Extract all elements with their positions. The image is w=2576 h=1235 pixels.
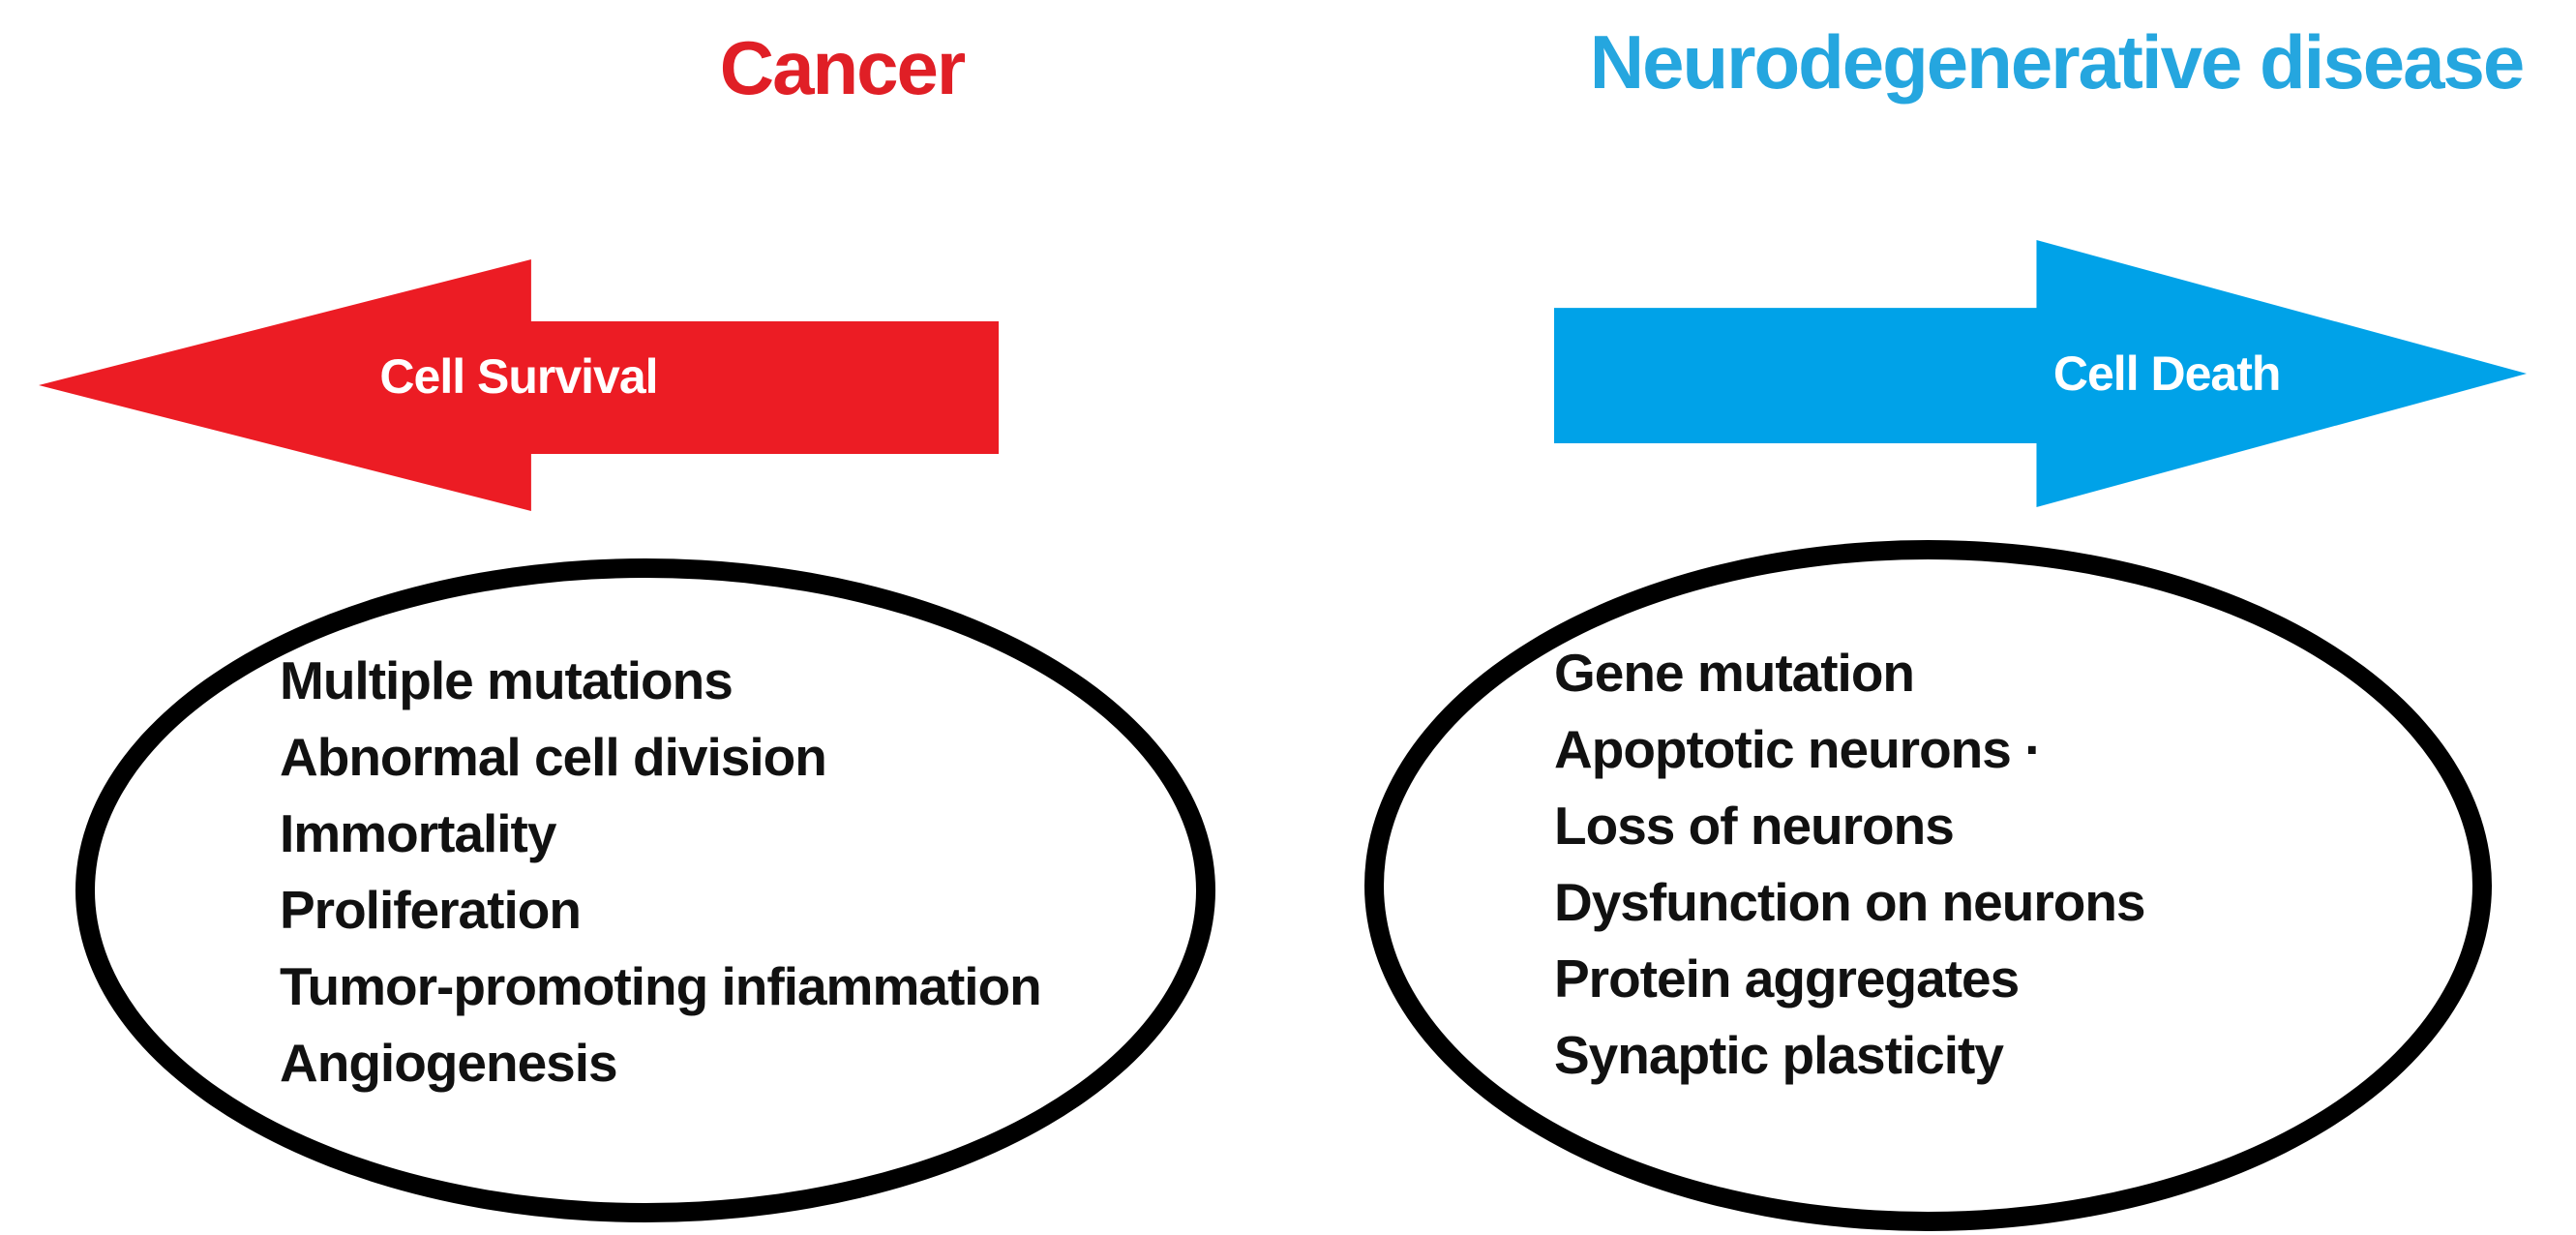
cell-survival-arrow-label: Cell Survival <box>379 349 658 404</box>
ellipse-item: Protein aggregates <box>1554 949 2020 1009</box>
ellipse-item: Gene mutation <box>1554 643 1915 703</box>
ellipse-item: Proliferation <box>280 880 582 940</box>
ellipse-item: Tumor-promoting infiammation <box>280 956 1042 1016</box>
ellipse-item: Dysfunction on neurons <box>1554 872 2145 932</box>
cell-survival-arrow: Cell Survival <box>39 259 999 511</box>
ellipse-item: Apoptotic neurons · <box>1554 719 2042 779</box>
ellipse-item: Angiogenesis <box>280 1033 618 1093</box>
neurodegenerative-title: Neurodegenerative disease <box>1589 19 2525 105</box>
ellipse-item: Synaptic plasticity <box>1554 1025 2004 1085</box>
ellipse-item: Loss of neurons <box>1554 796 1955 856</box>
ellipse-item: Immortality <box>280 803 556 863</box>
cancer-title: Cancer <box>719 25 966 110</box>
cell-death-arrow: Cell Death <box>1554 240 2527 507</box>
cell-death-arrow-label: Cell Death <box>2052 346 2282 401</box>
ellipse-item: Abnormal cell division <box>280 727 827 787</box>
ellipse-item: Multiple mutations <box>280 650 734 710</box>
